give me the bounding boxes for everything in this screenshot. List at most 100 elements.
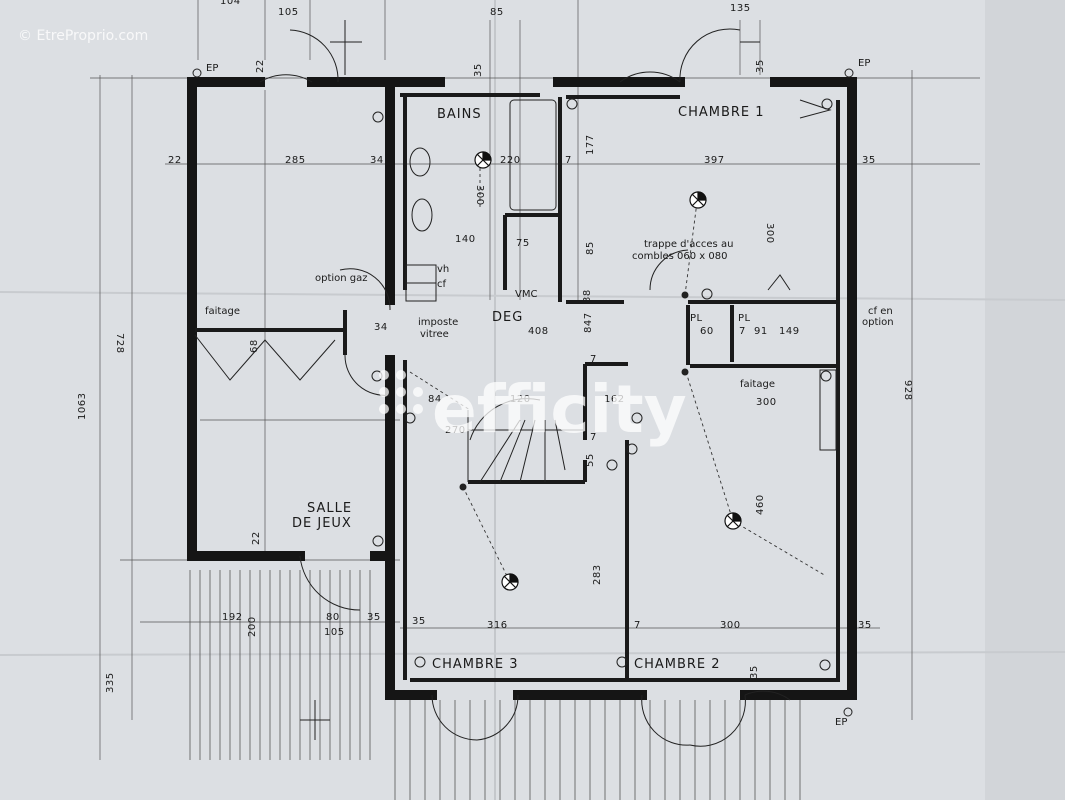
dim-label: 85: [490, 7, 504, 18]
dim-label: 149: [779, 326, 800, 337]
dim-label: 38: [582, 289, 593, 303]
watermark-etreproprio: © EtreProprio.com: [18, 28, 148, 44]
dim-label: 105: [278, 7, 299, 18]
dim-label: 85: [585, 241, 596, 255]
note-cf-en: cf en: [868, 306, 893, 317]
dim-label: 283: [592, 564, 603, 585]
light-fixture-icon: [501, 573, 519, 591]
dim-label: 300: [764, 223, 775, 244]
dim-label: 22: [255, 59, 266, 73]
dim-label: 80: [326, 612, 340, 623]
note-ep: EP: [835, 717, 847, 728]
wiring: [409, 162, 827, 583]
dim-label: 35: [473, 63, 484, 77]
fold-line: [0, 651, 1065, 656]
dim-label: 7: [739, 326, 746, 337]
dim-label: 7: [565, 155, 572, 166]
dim-label: 34: [370, 155, 384, 166]
note-ep: EP: [858, 58, 870, 69]
fold-line: [0, 291, 1065, 301]
exterior-walls: [187, 77, 857, 700]
dim-label: 316: [487, 620, 508, 631]
dim-label: 162: [604, 394, 625, 405]
dim-label: 300: [720, 620, 741, 631]
bottom-hatching: [189, 570, 801, 800]
note-option-gaz: option gaz: [315, 273, 368, 284]
dim-label: 22: [168, 155, 182, 166]
room-label-chambre-2: CHAMBRE 2: [634, 657, 721, 672]
dim-label: 7: [590, 432, 597, 443]
note-faitage-right: faitage: [740, 379, 775, 390]
dim-label: 7: [634, 620, 641, 631]
dim-label: 335: [105, 672, 116, 693]
dim-label: 220: [500, 155, 521, 166]
note-imposte-2: vitree: [420, 329, 449, 340]
dim-label: 22: [251, 531, 262, 545]
room-label-deg: DEG: [492, 310, 523, 325]
dim-label: 75: [516, 238, 530, 249]
dim-label: 300: [474, 185, 485, 206]
dim-label: 847: [583, 312, 594, 333]
light-fixtures: [474, 151, 742, 591]
note-vmc: VMC: [515, 289, 537, 300]
dimension-lines: [90, 0, 980, 760]
fixtures: [194, 20, 837, 747]
dim-label: 55: [585, 453, 596, 467]
light-fixture-icon: [689, 191, 707, 209]
room-label-chambre-1: CHAMBRE 1: [678, 105, 765, 120]
paper-right-strip: [985, 0, 1065, 800]
dim-label: 35: [367, 612, 381, 623]
dim-label: 200: [247, 616, 258, 637]
dim-label: 192: [222, 612, 243, 623]
dim-label: 35: [749, 665, 760, 679]
room-label-salle-de-jeux-2: DE JEUX: [292, 516, 352, 531]
dim-label: 140: [455, 234, 476, 245]
dim-label: 35: [858, 620, 872, 631]
room-label-salle-de-jeux-1: SALLE: [307, 501, 352, 516]
dim-label: 105: [324, 627, 345, 638]
dim-label: 135: [730, 3, 751, 14]
dim-label: 460: [755, 494, 766, 515]
dim-label: 91: [754, 326, 768, 337]
dim-label: 408: [528, 326, 549, 337]
dim-label: 84: [428, 394, 442, 405]
dim-label: 104: [220, 0, 241, 7]
room-label-chambre-3: CHAMBRE 3: [432, 657, 519, 672]
dim-label: 7: [590, 354, 597, 365]
room-label-placard-1: PL: [690, 313, 703, 324]
note-ep: EP: [206, 63, 218, 74]
light-fixture-icon: [724, 512, 742, 530]
dim-label: 1063: [77, 393, 88, 420]
dim-label: 120: [510, 394, 531, 405]
note-imposte-1: imposte: [418, 317, 458, 328]
efficity-logo-text: efficity: [432, 371, 687, 448]
dim-label: 35: [755, 59, 766, 73]
dim-label: 60: [700, 326, 714, 337]
interior-walls: [195, 93, 840, 682]
light-fixture-icon: [474, 151, 492, 169]
dim-label: 285: [285, 155, 306, 166]
dim-label: 35: [412, 616, 426, 627]
note-vh: vh: [437, 264, 449, 275]
dim-label: 177: [585, 134, 596, 155]
dim-label: 270: [445, 425, 466, 436]
dim-label: 300: [756, 397, 777, 408]
room-label-bains: BAINS: [437, 107, 482, 122]
dimension-labels: 104 105 85 135 22 35 35 22 285 34 220 7 …: [77, 0, 913, 693]
dim-label: 928: [902, 380, 913, 401]
dim-label: 34: [374, 322, 388, 333]
dim-label: 68: [249, 339, 260, 353]
efficity-dots-icon: [379, 370, 423, 414]
dim-label: 35: [862, 155, 876, 166]
outlets: [192, 68, 854, 717]
dim-label: 728: [114, 333, 125, 354]
dim-label: 397: [704, 155, 725, 166]
note-trappe-2: combles 060 x 080: [632, 251, 727, 262]
room-label-placard-2: PL: [738, 313, 751, 324]
note-faitage-left: faitage: [205, 306, 240, 317]
note-cf: cf: [437, 279, 446, 290]
note-cf-option: option: [862, 317, 894, 328]
note-trappe-1: trappe d'acces au: [644, 239, 733, 250]
